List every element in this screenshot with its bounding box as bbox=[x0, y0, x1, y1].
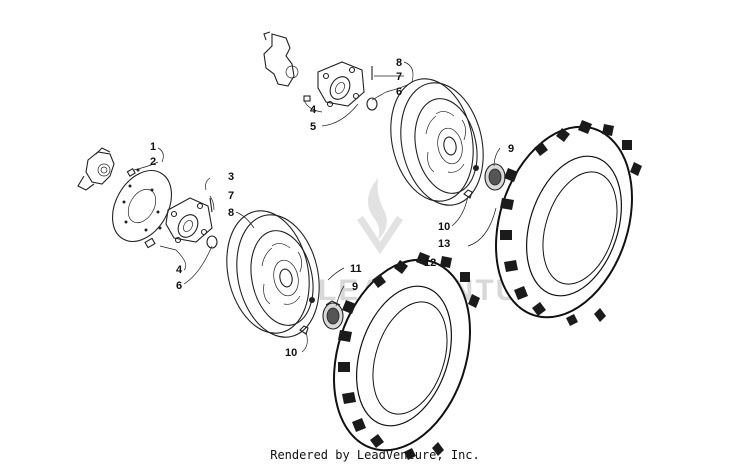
callout-8-left: 8 bbox=[228, 207, 234, 219]
callout-10-left: 10 bbox=[285, 347, 297, 359]
steering-knuckle-right-icon bbox=[263, 31, 299, 87]
callout-9-right: 9 bbox=[508, 143, 514, 155]
brake-disc-icon bbox=[111, 168, 173, 242]
leader-lines bbox=[133, 61, 501, 353]
wheel-hub-right-icon bbox=[317, 61, 365, 108]
callout-11: 11 bbox=[350, 263, 362, 275]
callout-8-right: 8 bbox=[396, 57, 402, 69]
callout-6-right: 6 bbox=[396, 86, 402, 98]
wheel-hub-icon bbox=[165, 197, 213, 244]
hub-cap-right-icon bbox=[484, 163, 506, 191]
callout-4-left: 4 bbox=[176, 264, 183, 276]
disc-bolt-icon bbox=[126, 168, 156, 249]
callout-7-right: 7 bbox=[396, 71, 402, 83]
callout-4-right: 4 bbox=[310, 104, 317, 116]
footer-credit: Rendered by LeadVenture, Inc. bbox=[270, 448, 480, 462]
callout-12: 12 bbox=[424, 257, 436, 269]
steering-knuckle-icon bbox=[77, 147, 115, 191]
wheel-rim-right-icon bbox=[390, 78, 484, 206]
hub-cap-left-icon bbox=[322, 300, 344, 330]
callout-3: 3 bbox=[228, 171, 234, 183]
callout-7-left: 7 bbox=[228, 190, 234, 202]
tire-left-icon bbox=[333, 252, 480, 460]
callout-10-right: 10 bbox=[438, 221, 450, 233]
callout-13: 13 bbox=[438, 238, 450, 250]
callout-6-left: 6 bbox=[176, 280, 182, 292]
callout-9-left: 9 bbox=[352, 281, 358, 293]
valve-stem-left-icon bbox=[299, 325, 309, 335]
callout-2: 2 bbox=[150, 156, 156, 168]
hub-stud-right-icon bbox=[303, 66, 378, 111]
callout-5: 5 bbox=[310, 121, 316, 133]
callout-1: 1 bbox=[150, 141, 156, 153]
wheel-rim-left-icon bbox=[226, 210, 320, 338]
hub-stud-icon bbox=[206, 197, 218, 249]
tire-right-icon bbox=[495, 120, 642, 326]
